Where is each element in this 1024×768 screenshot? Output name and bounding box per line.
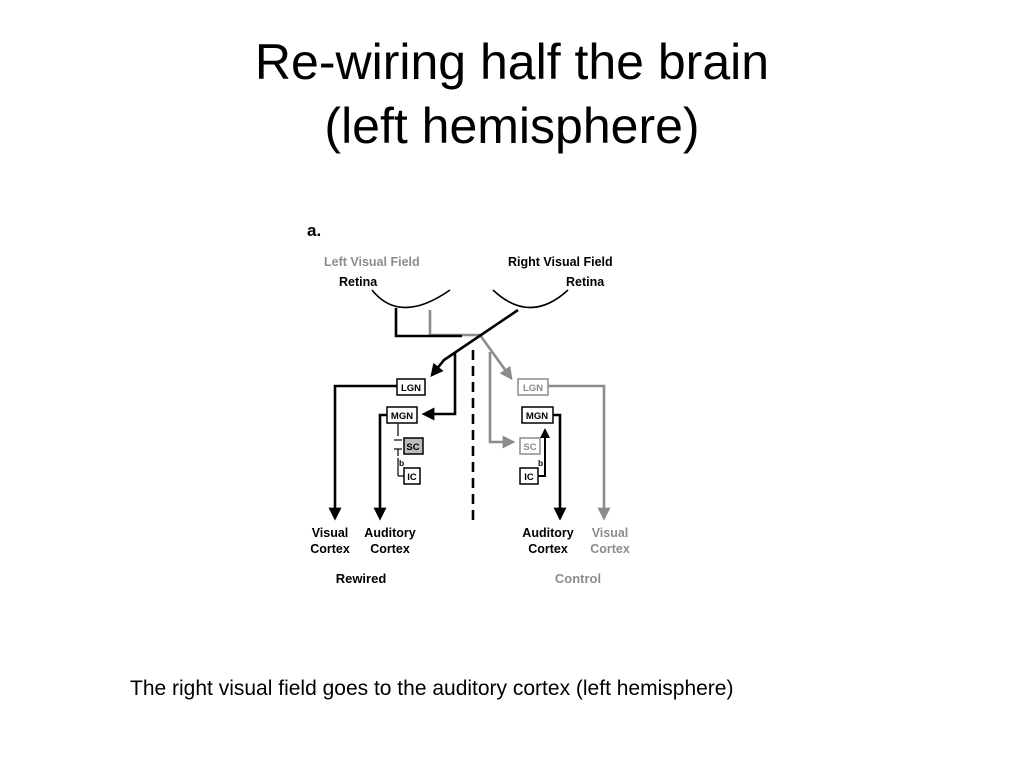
rewired-severed-connection bbox=[394, 424, 404, 477]
rewired-mgn-to-auditory-cortex-path bbox=[373, 413, 387, 521]
rewired-lgn-to-visual-cortex-path bbox=[328, 384, 397, 521]
rewired-lgn-box: LGN bbox=[396, 378, 426, 396]
control-group-label: Control bbox=[555, 571, 601, 586]
retina-right-label: Retina bbox=[566, 275, 605, 289]
gray-branch-to-control-sc-path bbox=[488, 352, 516, 449]
control-sc-box: SC bbox=[519, 437, 541, 455]
left-retina-shape bbox=[371, 289, 451, 309]
gray-retina-to-control-lgn-path bbox=[428, 310, 513, 381]
right-visual-field-label: Right Visual Field bbox=[508, 255, 613, 269]
rewired-auditory-cortex-line2: Cortex bbox=[370, 542, 410, 556]
left-visual-field-label: Left Visual Field bbox=[324, 255, 420, 269]
control-sc-label: SC bbox=[523, 442, 536, 453]
rewired-sc-box: SC bbox=[403, 437, 424, 455]
rewired-auditory-cortex-line1: Auditory bbox=[364, 526, 415, 540]
control-ic-to-mgn-path bbox=[538, 428, 550, 477]
rewired-visual-cortex-line1: Visual bbox=[312, 526, 349, 540]
control-auditory-cortex-line1: Auditory bbox=[522, 526, 573, 540]
slide-caption: The right visual field goes to the audit… bbox=[130, 677, 734, 700]
slide-title-line-2: (left hemisphere) bbox=[324, 98, 700, 154]
control-mgn-label: MGN bbox=[526, 411, 548, 422]
control-lgn-label: LGN bbox=[523, 383, 543, 394]
rewired-mgn-box: MGN bbox=[386, 406, 418, 424]
control-auditory-cortex-line2: Cortex bbox=[528, 542, 568, 556]
black-retina-cross-path bbox=[430, 308, 519, 378]
slide-title: Re-wiring half the brain (left hemispher… bbox=[0, 30, 1024, 158]
rewired-sc-label: SC bbox=[406, 442, 419, 453]
retina-left-label: Retina bbox=[339, 275, 378, 289]
black-retina-left-stem-path bbox=[394, 308, 462, 338]
control-visual-cortex-line2: Cortex bbox=[590, 542, 630, 556]
rewired-ic-box: IC bbox=[403, 467, 421, 485]
rewired-visual-cortex-line2: Cortex bbox=[310, 542, 350, 556]
control-mgn-to-auditory-cortex-path bbox=[553, 413, 567, 521]
control-ic-label: IC bbox=[524, 472, 534, 483]
rewired-mgn-label: MGN bbox=[391, 411, 413, 422]
right-retina-shape bbox=[492, 289, 569, 309]
panel-label: a. bbox=[307, 221, 321, 240]
control-b-label: b bbox=[538, 458, 543, 468]
control-visual-cortex-line1: Visual bbox=[592, 526, 629, 540]
rewired-group-label: Rewired bbox=[336, 571, 387, 586]
rewired-lgn-label: LGN bbox=[401, 383, 421, 394]
black-branch-to-rewired-mgn-path bbox=[421, 352, 457, 421]
control-ic-box: IC bbox=[519, 467, 539, 485]
control-lgn-box: LGN bbox=[517, 378, 549, 396]
slide-title-line-1: Re-wiring half the brain bbox=[254, 34, 770, 90]
control-lgn-to-visual-cortex-path bbox=[548, 384, 611, 521]
rewired-b-label: b bbox=[399, 458, 404, 468]
rewired-ic-label: IC bbox=[407, 472, 417, 483]
control-mgn-box: MGN bbox=[521, 406, 554, 424]
